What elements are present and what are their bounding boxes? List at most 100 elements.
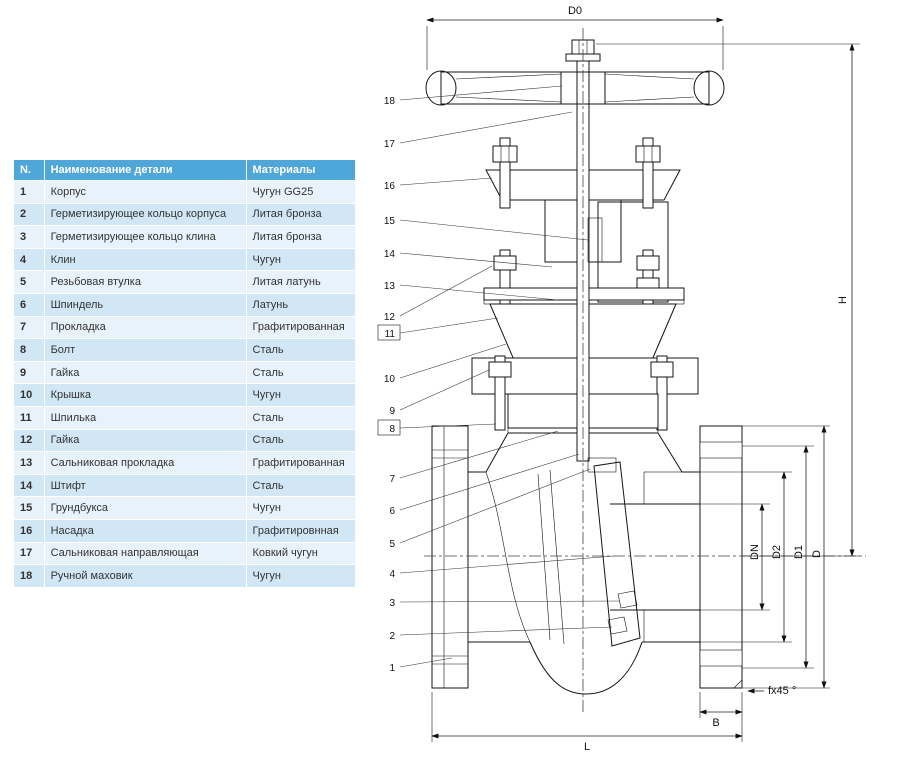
part-name: Ручной маховик (44, 565, 247, 588)
part-number: 3 (14, 226, 45, 249)
callout-11: 11 (385, 329, 396, 340)
callout-4: 4 (389, 569, 395, 580)
callout-3: 3 (389, 598, 395, 609)
callout-9: 9 (389, 406, 395, 417)
callout-17: 17 (384, 139, 396, 150)
callout-13: 13 (384, 281, 396, 292)
part-name: Шпиндель (44, 293, 247, 317)
part-number: 6 (14, 293, 45, 317)
flange-right (699, 425, 743, 689)
header-name: Наименование детали (44, 160, 247, 181)
part-material: Ковкий чугун (246, 542, 356, 566)
callout-8: 8 (389, 424, 395, 435)
seal-ring-body (607, 616, 628, 635)
part-name: Корпус (44, 181, 247, 204)
dim-l: L (584, 741, 590, 753)
part-number: 12 (14, 429, 45, 453)
callout-2: 2 (389, 631, 395, 642)
part-number: 18 (14, 565, 45, 588)
dim-d1: D1 (793, 545, 805, 559)
part-material: Чугун (246, 248, 356, 272)
part-material: Чугун (246, 384, 356, 407)
part-number: 15 (14, 497, 45, 520)
part-name: Сальниковая прокладка (44, 452, 247, 475)
dim-d2: D2 (771, 545, 783, 559)
dim-h: H (837, 296, 849, 304)
part-number: 2 (14, 203, 45, 227)
part-name: Штифт (44, 474, 247, 498)
callout-5: 5 (389, 539, 395, 550)
part-number: 16 (14, 519, 45, 543)
part-number: 7 (14, 316, 45, 340)
flange-bolt-right (650, 355, 674, 431)
part-material: Чугун (246, 497, 356, 520)
dim-chamfer: fx45 ° (768, 685, 796, 697)
part-name: Крышка (44, 384, 247, 407)
part-material: Сталь (246, 429, 356, 453)
wheel-rim-right (693, 70, 725, 106)
part-name: Герметизирующее кольцо корпуса (44, 203, 247, 227)
part-number: 4 (14, 248, 45, 272)
part-material: Сталь (246, 339, 356, 362)
part-material: Сталь (246, 361, 356, 385)
part-number: 1 (14, 181, 45, 204)
header-material: Материалы (246, 160, 356, 181)
threaded-bushing (587, 457, 617, 473)
part-number: 8 (14, 339, 45, 362)
handwheel-assembly (425, 70, 725, 106)
dim-b: B (712, 717, 719, 729)
callout-7: 7 (389, 474, 395, 485)
table-header-row: N. Наименование детали Материалы (14, 160, 356, 181)
part-number: 13 (14, 452, 45, 475)
dim-dn: DN (749, 544, 761, 560)
flange-bolt-left (488, 355, 512, 431)
part-material: Литая бронза (246, 203, 356, 227)
callout-16: 16 (384, 181, 396, 192)
part-name: Шпилька (44, 406, 247, 430)
part-material: Чугун GG25 (246, 181, 356, 204)
part-material: Графитировнная (246, 519, 356, 543)
callout-15: 15 (384, 216, 396, 227)
wheel-rim-left (425, 70, 457, 106)
dim-d0: D0 (568, 5, 582, 17)
dim-d: D (811, 550, 823, 558)
part-name: Грундбукса (44, 497, 247, 520)
part-number: 17 (14, 542, 45, 566)
bonnet-wall-section (597, 201, 669, 303)
callout-18: 18 (384, 96, 396, 107)
gland-bolt-left (492, 137, 518, 209)
part-name: Клин (44, 248, 247, 272)
part-material: Чугун (246, 565, 356, 588)
flange-left (431, 425, 469, 689)
part-name: Герметизирующее кольцо клина (44, 226, 247, 249)
bonnet-stud-left (493, 249, 517, 319)
callout-10: 10 (384, 374, 396, 385)
part-number: 14 (14, 474, 45, 498)
callout-6: 6 (389, 506, 395, 517)
part-material: Сталь (246, 474, 356, 498)
part-material: Латунь (246, 293, 356, 317)
part-number: 11 (14, 406, 45, 430)
part-name: Насадка (44, 519, 247, 543)
gland-bolt-right (635, 137, 661, 209)
wedge-gate (593, 461, 641, 647)
part-number: 5 (14, 271, 45, 294)
part-material: Графитированная (246, 316, 356, 340)
